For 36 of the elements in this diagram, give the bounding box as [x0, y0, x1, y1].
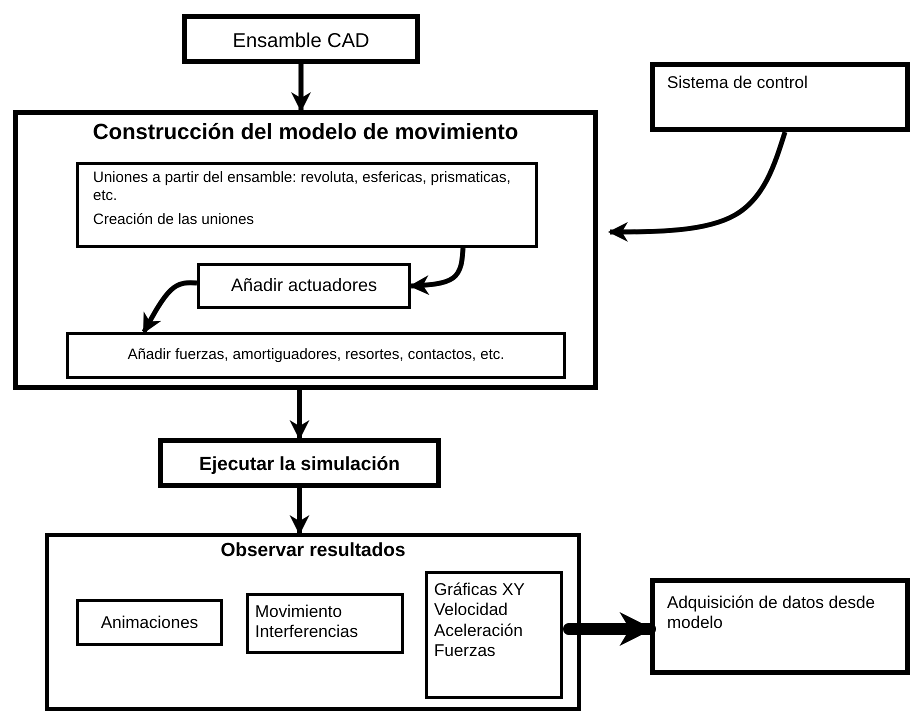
box-text: Aceleración	[434, 620, 524, 642]
group-panel	[13, 110, 598, 390]
heading-text: Construcción del modelo de movimiento	[92, 119, 520, 146]
box-text: Gráficas XY	[434, 580, 526, 600]
box-text: Ensamble CAD	[232, 29, 370, 53]
arrow	[563, 612, 656, 646]
process-box	[66, 332, 566, 379]
arrow	[290, 390, 310, 440]
arrow	[290, 488, 310, 535]
box-text: Sistema de control	[667, 73, 809, 94]
box-text: Adquisición de datos desde modelo	[667, 593, 876, 634]
box-text: Creación de las uniones	[93, 211, 255, 229]
heading-text: Observar resultados	[220, 540, 406, 563]
box-text: Interferencias	[255, 622, 359, 643]
input-box	[650, 62, 910, 132]
process-box	[76, 162, 538, 248]
box-text: Añadir actuadores	[230, 275, 378, 297]
arrow	[608, 131, 788, 242]
box-text: Añadir fuerzas, amortiguadores, resortes, contactos, etc.	[126, 346, 506, 364]
process-box	[182, 14, 420, 64]
box-text: Movimiento	[255, 602, 343, 622]
result-box	[425, 571, 563, 699]
heading-text: Ejecutar la simulación	[198, 454, 401, 477]
output-box	[650, 578, 910, 675]
process-box	[158, 438, 441, 488]
group-panel	[45, 533, 581, 711]
process-box	[197, 263, 411, 309]
result-box	[246, 593, 404, 654]
result-box	[76, 599, 223, 646]
arrow	[291, 64, 311, 112]
box-text: Fuerzas	[434, 641, 496, 662]
arrow	[409, 248, 466, 296]
box-text: Uniones a partir del ensamble: revoluta, esfericas, prismaticas, etc.	[93, 169, 512, 205]
arrow	[142, 280, 198, 334]
box-text: Velocidad	[434, 600, 509, 621]
box-text: Animaciones	[100, 613, 200, 634]
